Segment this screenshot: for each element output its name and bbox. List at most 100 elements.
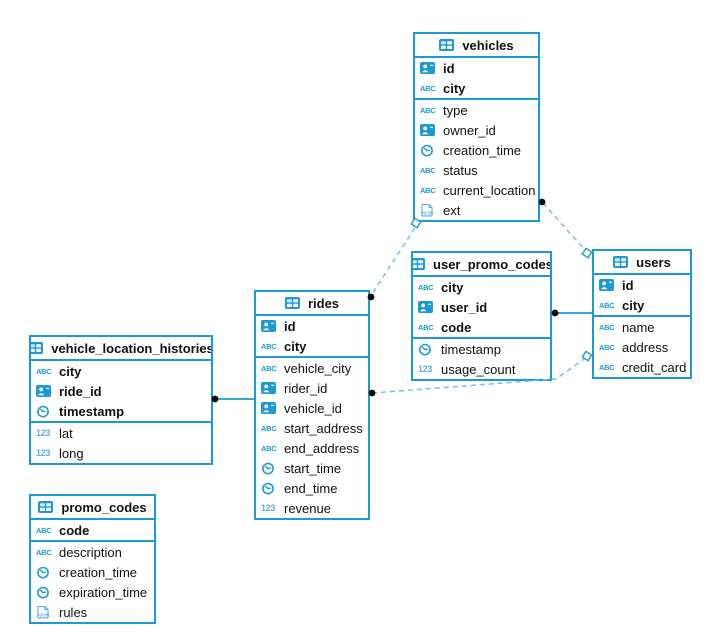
column-name: timestamp bbox=[441, 341, 501, 357]
column-row-user_id[interactable]: user_id bbox=[413, 297, 550, 317]
column-row-city[interactable]: ABC city bbox=[594, 295, 690, 315]
column-row-timestamp[interactable]: timestamp bbox=[31, 401, 211, 421]
text-type-icon: ABC bbox=[420, 162, 438, 178]
abc-icon: ABC bbox=[261, 341, 277, 351]
column-row-rider_id[interactable]: rider_id bbox=[256, 378, 368, 398]
123-icon: 123 bbox=[36, 448, 51, 458]
text-type-icon: ABC bbox=[261, 360, 279, 376]
column-name: owner_id bbox=[443, 122, 496, 138]
timestamp-icon bbox=[418, 341, 436, 357]
abc-icon: ABC bbox=[599, 322, 615, 332]
abc-icon: ABC bbox=[261, 423, 277, 433]
column-name: long bbox=[59, 445, 84, 461]
column-row-creation_time[interactable]: creation_time bbox=[31, 562, 154, 582]
column-row-code[interactable]: ABC code bbox=[413, 317, 550, 337]
column-row-city[interactable]: ABC city bbox=[31, 361, 211, 381]
column-row-ext[interactable]: JSON ext bbox=[415, 200, 538, 220]
column-name: name bbox=[622, 319, 655, 335]
text-type-icon: ABC bbox=[420, 102, 438, 118]
abc-icon: ABC bbox=[599, 300, 615, 310]
column-row-expiration_time[interactable]: expiration_time bbox=[31, 582, 154, 602]
column-row-ride_id[interactable]: ride_id bbox=[31, 381, 211, 401]
column-name: id bbox=[284, 318, 296, 334]
number-type-icon: 123 bbox=[36, 445, 54, 461]
column-name: expiration_time bbox=[59, 584, 148, 600]
id-badge-icon bbox=[261, 380, 279, 396]
timestamp-icon bbox=[36, 584, 54, 600]
column-row-start_time[interactable]: start_time bbox=[256, 458, 368, 478]
abc-icon: ABC bbox=[418, 282, 434, 292]
number-type-icon: 123 bbox=[36, 425, 54, 441]
column-name: revenue bbox=[284, 500, 331, 516]
text-type-icon: ABC bbox=[261, 440, 279, 456]
table-title: vehicles bbox=[462, 37, 514, 53]
text-type-icon: ABC bbox=[599, 297, 617, 313]
table-header[interactable]: user_promo_codes bbox=[413, 253, 550, 277]
column-row-timestamp[interactable]: timestamp bbox=[413, 339, 550, 359]
column-name: rules bbox=[59, 604, 88, 620]
abc-icon: ABC bbox=[599, 362, 615, 372]
column-row-id[interactable]: id bbox=[256, 316, 368, 336]
column-name: city bbox=[59, 363, 82, 379]
column-name: description bbox=[59, 544, 122, 560]
id-badge-icon bbox=[261, 400, 279, 416]
table-header[interactable]: rides bbox=[256, 292, 368, 316]
column-row-owner_id[interactable]: owner_id bbox=[415, 120, 538, 140]
table-header[interactable]: vehicle_location_histories bbox=[31, 337, 211, 361]
abc-icon: ABC bbox=[261, 363, 277, 373]
column-name: credit_card bbox=[622, 359, 687, 375]
text-type-icon: ABC bbox=[36, 522, 54, 538]
table-header[interactable]: vehicles bbox=[415, 34, 538, 58]
column-row-name[interactable]: ABC name bbox=[594, 317, 690, 337]
column-name: city bbox=[622, 297, 645, 313]
column-row-id[interactable]: id bbox=[594, 275, 690, 295]
column-name: usage_count bbox=[441, 361, 516, 377]
column-row-long[interactable]: 123 long bbox=[31, 443, 211, 463]
column-name: code bbox=[441, 319, 472, 335]
table-header[interactable]: promo_codes bbox=[31, 496, 154, 520]
column-row-city[interactable]: ABC city bbox=[256, 336, 368, 356]
column-name: city bbox=[443, 80, 466, 96]
column-row-end_time[interactable]: end_time bbox=[256, 478, 368, 498]
column-name: ext bbox=[443, 202, 461, 218]
relationship-dot-marker bbox=[551, 309, 559, 317]
column-row-vehicle_id[interactable]: vehicle_id bbox=[256, 398, 368, 418]
json-icon: JSON bbox=[420, 202, 438, 218]
column-row-creation_time[interactable]: creation_time bbox=[415, 140, 538, 160]
relationship-line-vehicles-users bbox=[542, 202, 586, 251]
abc-icon: ABC bbox=[36, 366, 52, 376]
column-name: city bbox=[284, 338, 307, 354]
table-header[interactable]: users bbox=[594, 251, 690, 275]
column-row-credit_card[interactable]: ABC credit_card bbox=[594, 357, 690, 377]
text-type-icon: ABC bbox=[418, 319, 436, 335]
column-name: creation_time bbox=[443, 142, 522, 158]
table-title: promo_codes bbox=[61, 499, 147, 515]
column-row-id[interactable]: id bbox=[415, 58, 538, 78]
